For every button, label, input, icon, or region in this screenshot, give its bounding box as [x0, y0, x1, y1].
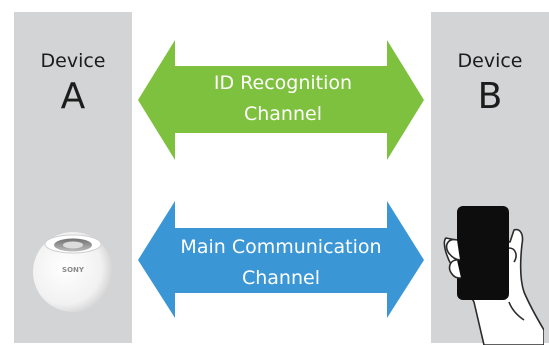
id-recognition-line2: Channel: [243, 103, 322, 125]
main-communication-line2: Channel: [241, 267, 320, 289]
id-recognition-arrow: [138, 40, 424, 160]
device-b-panel: Device B: [431, 12, 549, 343]
device-a-letter: A: [60, 76, 86, 117]
id-recognition-label: ID Recognition Channel: [170, 68, 396, 130]
main-communication-label: Main Communication Channel: [150, 232, 412, 294]
device-b-label: Device: [457, 50, 523, 72]
main-communication-arrow: [138, 201, 424, 318]
device-a-label: Device: [40, 50, 106, 72]
speaker-icon: SONY: [33, 232, 113, 312]
speaker-brand: SONY: [62, 266, 85, 274]
phone-in-hand-icon: [443, 206, 544, 345]
device-b-letter: B: [477, 76, 503, 117]
main-communication-line1: Main Communication: [180, 236, 382, 258]
id-recognition-line1: ID Recognition: [213, 72, 353, 94]
